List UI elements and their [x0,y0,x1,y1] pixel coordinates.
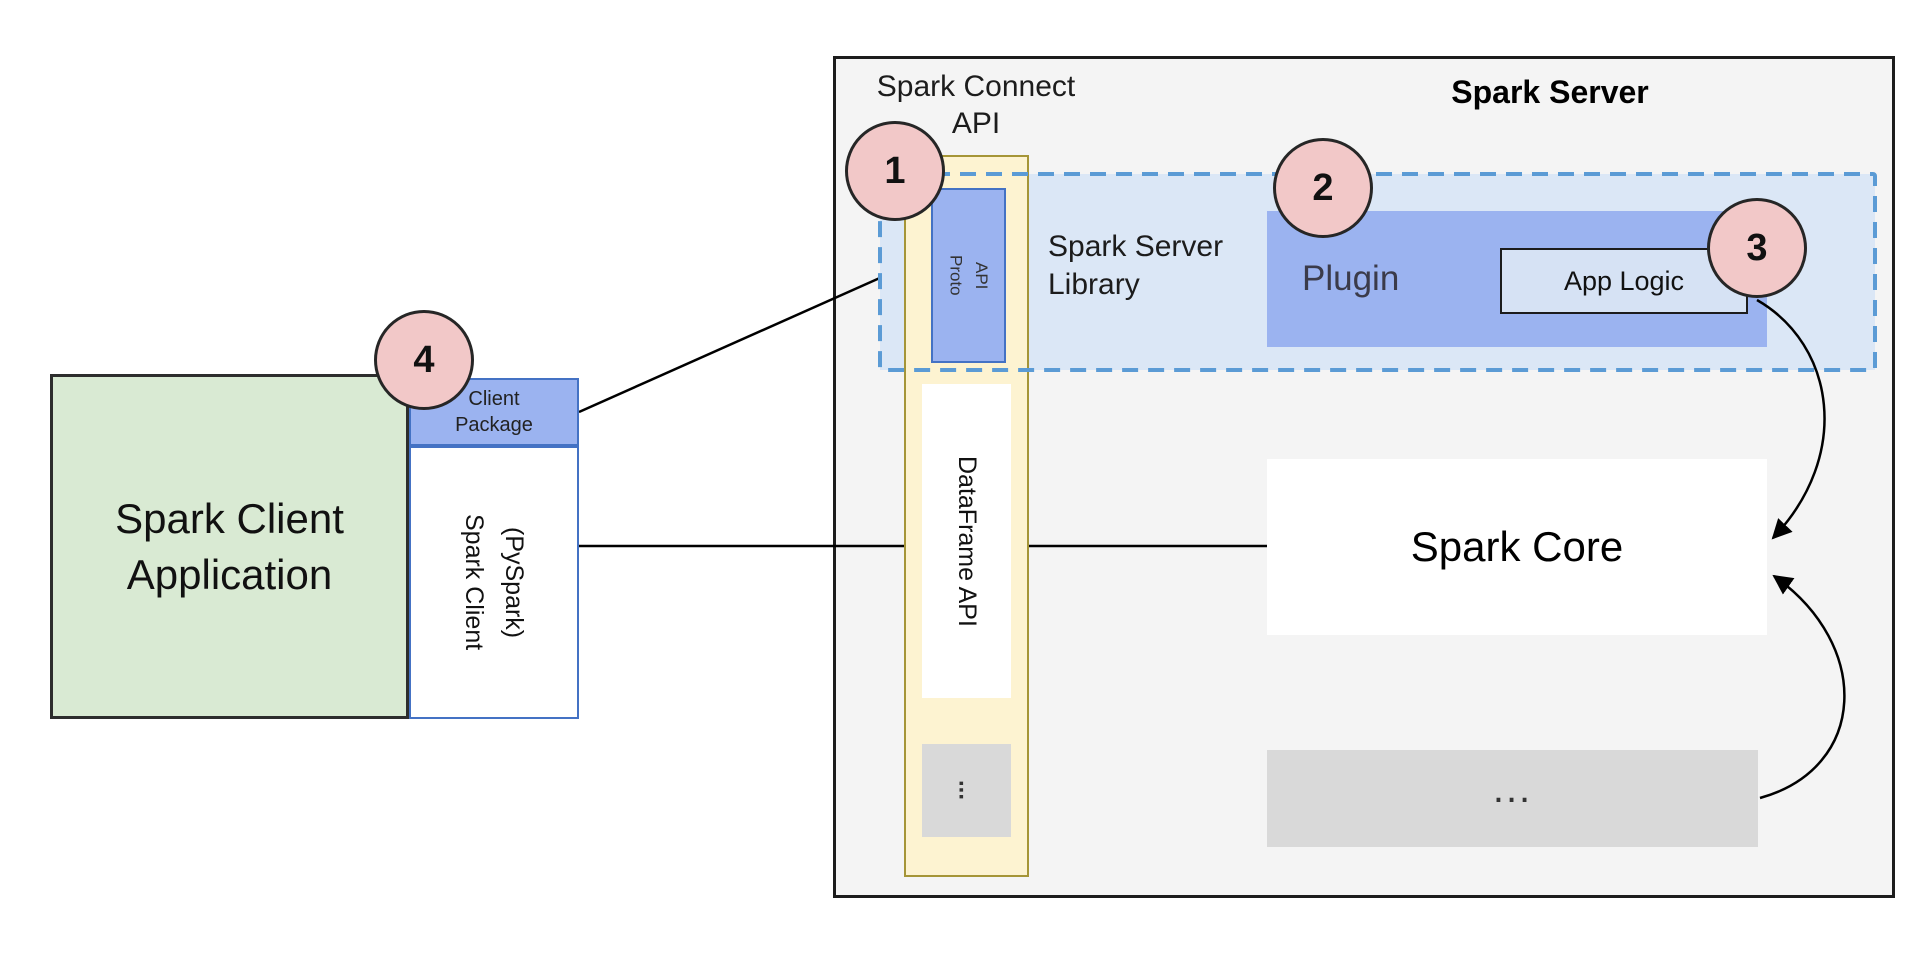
server-title: Spark Server [1451,74,1649,110]
dataframe-api-label: DataFrame API [953,455,981,627]
step-badge-4-label: 4 [413,338,435,381]
core-ellipsis-label: ... [1492,767,1533,811]
app-logic-to-core-arrow [1756,298,1826,540]
spark-connect-api-label: Spark Connect API [876,70,1076,140]
app-logic-label: App Logic [1563,265,1685,296]
server-library-label: Spark Server Library [1048,230,1224,301]
spark-client-application-label: Spark Client Application [115,494,344,598]
plugin-label: Plugin [1302,259,1400,298]
dataframe-api-box: DataFrame API [922,384,1011,698]
client-package-label: Client Package [455,388,533,436]
spark-core-box: Spark Core [1267,459,1767,635]
spark-client-application-box: Spark Client Application [50,374,409,719]
server-library-dashed-border [878,172,1877,372]
core-ellipsis-box: ... [1267,750,1758,847]
api-ellipsis-label: ... [953,780,981,801]
step-badge-3-label: 3 [1746,226,1768,269]
step-badge-2: 2 [1273,138,1373,238]
ellipsis-to-core-arrow [1759,574,1846,800]
proto-api-box: Proto API [931,188,1006,363]
step-badge-3: 3 [1707,198,1807,298]
step-badge-4: 4 [374,310,474,410]
spark-core-label: Spark Core [1410,523,1624,570]
step-badge-2-label: 2 [1312,166,1334,209]
spark-client-label: Spark Client (PySpark) [460,514,528,651]
step-badge-1-label: 1 [884,149,906,192]
step-badge-1: 1 [845,121,945,221]
app-logic-box: App Logic [1500,248,1748,314]
spark-client-box: Spark Client (PySpark) [409,446,579,719]
api-ellipsis-box: ... [922,744,1011,837]
proto-api-label: Proto API [946,255,992,296]
client-package-to-library-line [578,275,883,414]
